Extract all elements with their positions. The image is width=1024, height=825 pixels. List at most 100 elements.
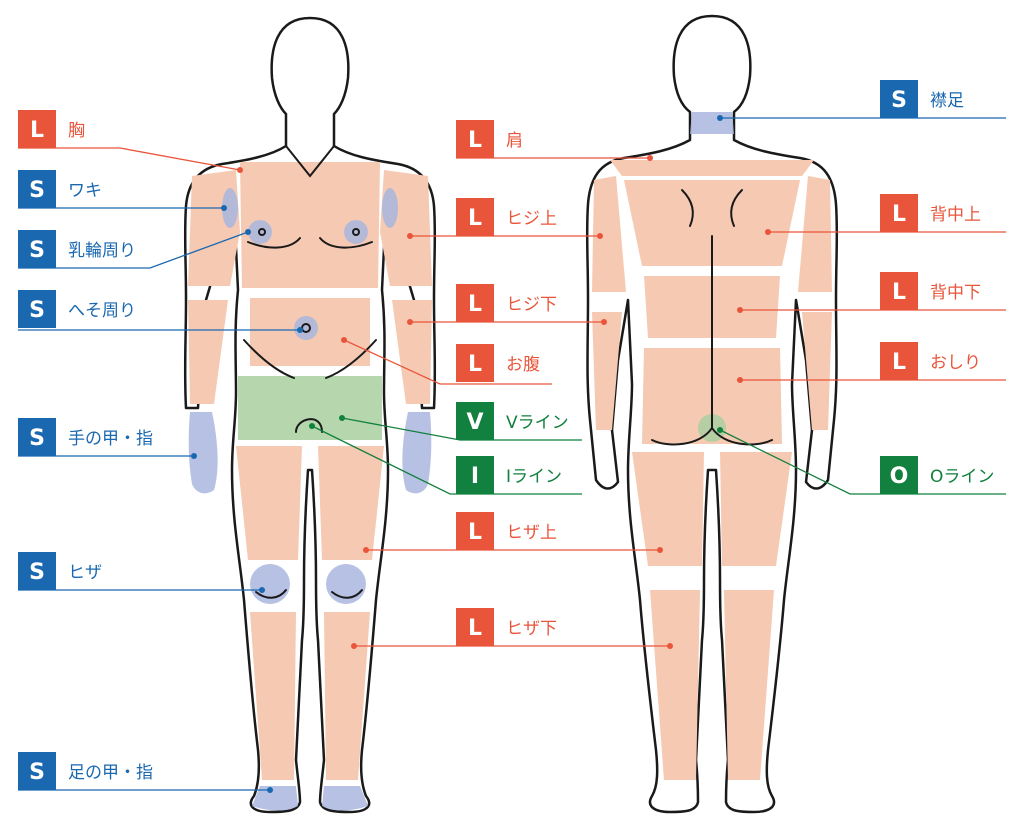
label-text: ヒザ下 (506, 619, 557, 639)
label-text: 胸 (68, 121, 85, 141)
badge-box (456, 344, 494, 382)
label-hijishita: L ヒジ下 (456, 284, 557, 322)
label-text: 肩 (506, 131, 523, 151)
label-heso: S へそ周り (18, 290, 136, 328)
back-upper-arm-right (798, 176, 832, 292)
badge-letter: L (468, 520, 482, 545)
badge-letter: L (468, 616, 482, 641)
badge-letter: L (892, 202, 906, 227)
badge-box (18, 418, 56, 456)
badge-letter: L (892, 280, 906, 305)
badge-letter: V (466, 410, 483, 435)
badge-box (456, 402, 494, 440)
front-nipple-right (344, 220, 368, 244)
badge-box (880, 272, 918, 310)
front-shin-left (250, 612, 296, 780)
back-nape-zone (690, 112, 734, 134)
badge-letter: S (29, 560, 45, 585)
back-upper-arm-left (592, 176, 626, 292)
front-thigh-left (236, 446, 302, 560)
back-calf-right (724, 590, 774, 780)
label-text: ヒザ (68, 563, 102, 583)
badge-box (18, 290, 56, 328)
label-hiza-s: S ヒザ (18, 552, 102, 590)
badge-box (18, 110, 56, 148)
label-text: ヒジ上 (506, 209, 557, 229)
badge-box (18, 752, 56, 790)
front-vline-zone (238, 376, 382, 440)
badge-box (880, 456, 918, 494)
badge-letter: S (29, 298, 45, 323)
label-iline: I Iライン (456, 456, 562, 494)
badge-box (456, 608, 494, 646)
back-body-details (651, 189, 773, 446)
badge-box (456, 456, 494, 494)
label-text: お腹 (506, 355, 540, 375)
label-senakaue: L 背中上 (880, 194, 981, 232)
label-text: 乳輪周り (68, 241, 136, 261)
badge-box (456, 198, 494, 236)
badge-letter: S (29, 238, 45, 263)
badge-box (456, 512, 494, 550)
front-forearm-right (392, 300, 432, 404)
label-text: ワキ (68, 181, 102, 201)
leader-lines (18, 115, 1006, 793)
front-upper-arm-left (188, 170, 240, 286)
badge-letter: O (890, 464, 909, 489)
front-chest-zone (240, 162, 380, 288)
label-text: 手の甲・指 (68, 429, 153, 449)
back-forearm-left (592, 312, 622, 430)
back-thigh-left (632, 452, 704, 566)
label-vline: V Vライン (456, 402, 569, 440)
leader-mune (18, 147, 241, 171)
label-text: Iライン (506, 467, 562, 487)
front-shin-right (324, 612, 370, 780)
label-text: ヒジ下 (506, 295, 557, 315)
badge-box (456, 120, 494, 158)
badge-letter: L (468, 128, 482, 153)
badge-box (880, 194, 918, 232)
label-text: ヒザ上 (506, 523, 557, 543)
leader-iline (311, 425, 582, 495)
label-text: 背中下 (930, 283, 981, 303)
label-text: おしり (930, 353, 981, 373)
label-tenoko: S 手の甲・指 (18, 418, 153, 456)
label-oline: O Oライン (880, 456, 994, 494)
label-waki: S ワキ (18, 170, 102, 208)
badge-box (18, 552, 56, 590)
badge-box (18, 230, 56, 268)
leader-onaka (343, 339, 552, 385)
front-foot-right (322, 786, 368, 811)
badge-letter: I (471, 464, 479, 489)
front-armpit-right (382, 188, 398, 228)
badge-letter: S (29, 760, 45, 785)
badge-letter: S (891, 88, 907, 113)
front-armpit-left (222, 188, 238, 228)
back-l-zones (592, 160, 832, 780)
badge-box (880, 80, 918, 118)
label-text: へそ周り (68, 301, 136, 321)
label-senakashita: L 背中下 (880, 272, 981, 310)
badge-letter: S (29, 178, 45, 203)
label-text: Vライン (506, 413, 569, 433)
front-forearm-left (188, 300, 228, 404)
back-thigh-right (720, 452, 792, 566)
label-text: Oライン (930, 467, 994, 487)
badge-letter: L (468, 352, 482, 377)
front-upper-arm-right (380, 170, 432, 286)
label-text: 背中上 (930, 205, 981, 225)
label-hizaue: L ヒザ上 (456, 512, 557, 550)
leader-oline (719, 429, 1006, 495)
badge-letter: L (468, 292, 482, 317)
front-hand-left (188, 412, 218, 494)
back-forearm-right (802, 312, 832, 430)
front-navel-zone (294, 316, 318, 340)
badge-letter: S (29, 426, 45, 451)
